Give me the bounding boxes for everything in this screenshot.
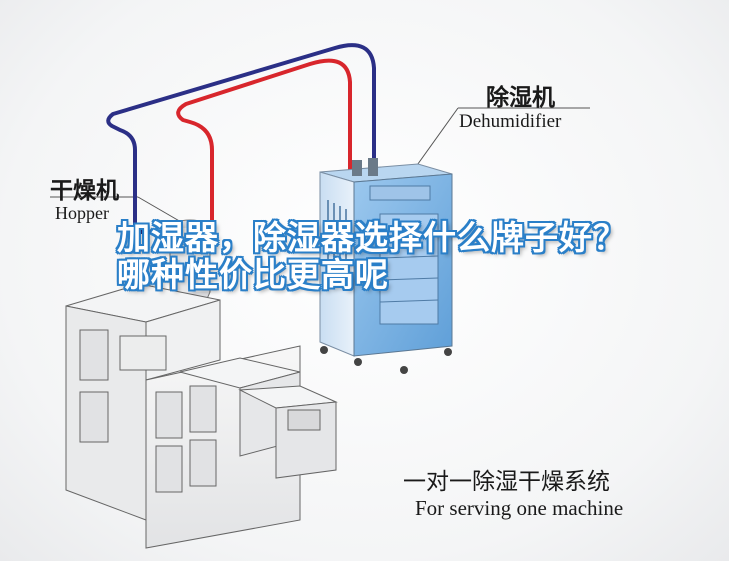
article-title-overlay[interactable]: 加湿器，除湿器选择什么牌子好？哪种性价比更高呢 bbox=[117, 218, 627, 294]
hopper-label-en: Hopper bbox=[55, 203, 109, 223]
supply-pipe-blue bbox=[106, 43, 376, 234]
dehumidifier-label-en: Dehumidifier bbox=[459, 111, 562, 132]
return-pipe-red bbox=[176, 58, 352, 234]
system-label-cn: 一对一除湿干燥系统 bbox=[403, 469, 610, 495]
dehumidifier-unit bbox=[319, 158, 453, 374]
hopper-label-cn: 干燥机 bbox=[50, 178, 119, 204]
molding-machine bbox=[65, 283, 338, 549]
system-label-en: For serving one machine bbox=[415, 496, 624, 520]
pipes bbox=[106, 43, 376, 234]
dehumidifier-label-cn: 除湿机 bbox=[486, 85, 555, 111]
